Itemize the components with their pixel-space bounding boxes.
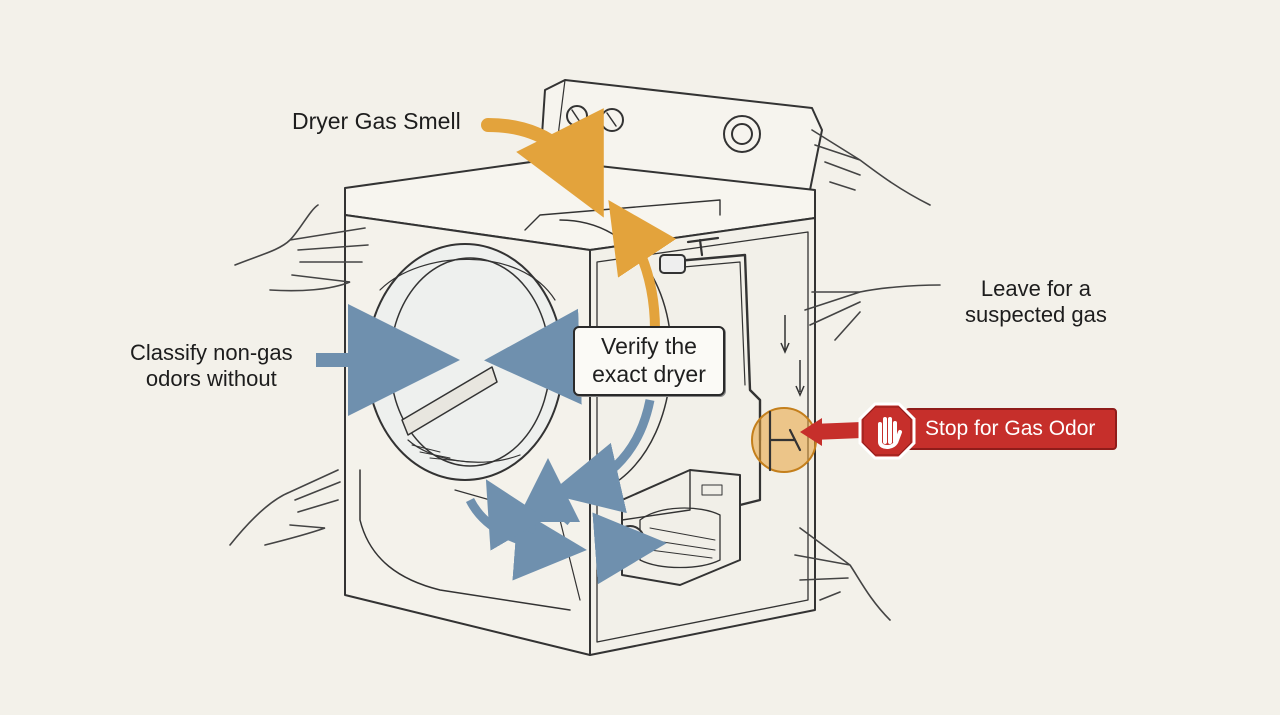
- verify-line-2: exact dryer: [592, 360, 706, 387]
- gas-pipe: [663, 253, 762, 442]
- hand-upper-left: [234, 204, 369, 292]
- classify-label: Classify non-gas odors without: [130, 340, 293, 393]
- airflow-arrow-4: [485, 479, 546, 551]
- title-arrow: [481, 107, 604, 218]
- hand-mid-right: [804, 284, 941, 341]
- diagram-title: Dryer Gas Smell: [292, 108, 461, 134]
- airflow-arrow-1: [548, 399, 655, 514]
- heat-up-arrow: [608, 200, 677, 335]
- hand-bottom-right: [794, 527, 891, 621]
- classify-line-1: Classify non-gas: [130, 340, 293, 365]
- hand-top-right: [811, 129, 931, 206]
- verify-callout: Verify the exact dryer: [573, 326, 725, 396]
- leave-line-2: suspected gas: [965, 302, 1107, 328]
- airflow-arrow-3: [516, 458, 581, 526]
- hands: [229, 129, 941, 621]
- knob-dial: [723, 115, 761, 153]
- classify-line-2: odors without: [145, 366, 277, 392]
- stop-label: Stop for Gas Odor: [925, 417, 1096, 440]
- knob-left: [566, 105, 588, 127]
- airflow-arrow-5: [592, 512, 667, 585]
- stop-banner: Stop for Gas Odor: [905, 408, 1117, 450]
- verify-arrow: [484, 308, 582, 405]
- stop-hand-icon: [858, 402, 916, 460]
- verify-line-1: Verify the: [601, 333, 697, 359]
- hand-lower-left: [229, 469, 341, 546]
- leave-label: Leave for a suspected gas: [965, 276, 1107, 329]
- leave-line-1: Leave for a: [980, 276, 1091, 301]
